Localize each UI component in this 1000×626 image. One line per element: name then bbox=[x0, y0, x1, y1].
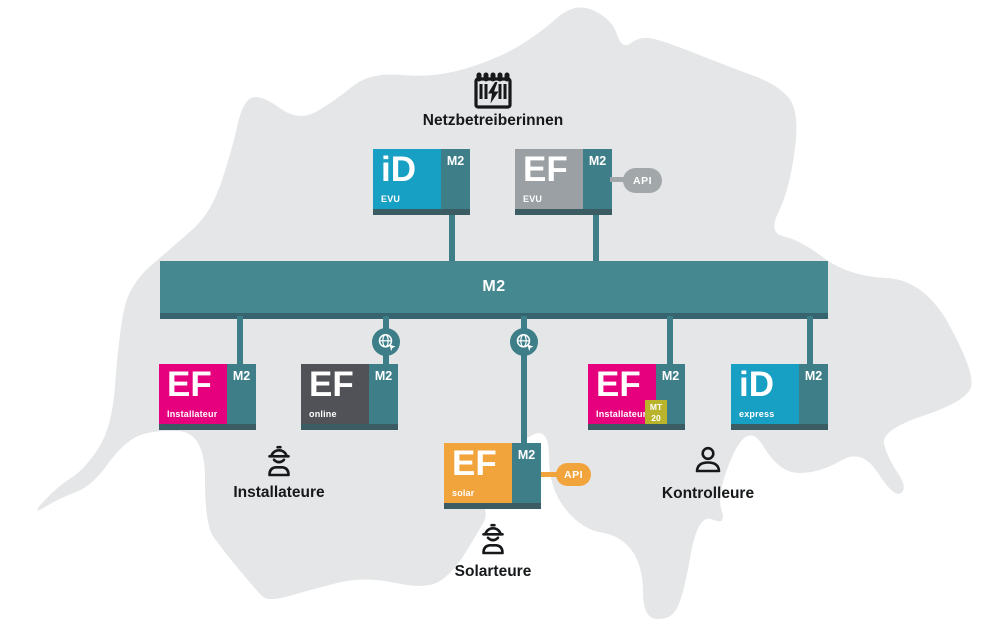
app-sublabel: express bbox=[739, 409, 775, 419]
person-icon bbox=[695, 446, 721, 473]
app-sublabel: Installateur bbox=[167, 409, 218, 419]
api-connector bbox=[610, 177, 624, 182]
m2-tag: M2 bbox=[804, 369, 823, 383]
app-box-shadow bbox=[588, 424, 685, 430]
group-label-installateure: Installateure bbox=[233, 484, 325, 501]
worker-helmet-icon bbox=[482, 523, 504, 555]
m2-tag: M2 bbox=[588, 154, 607, 168]
app-box-main: EF solar bbox=[444, 443, 512, 503]
power-plant-icon bbox=[474, 72, 512, 109]
app-logo: EF bbox=[452, 444, 497, 483]
app-box-main: EF EVU bbox=[515, 149, 583, 209]
app-logo: iD bbox=[739, 365, 774, 404]
app-box-ef-evu: EF EVU M2 bbox=[515, 149, 612, 215]
app-logo: EF bbox=[523, 150, 568, 189]
app-logo: EF bbox=[167, 365, 212, 404]
app-box-ef-installateur: EF Installateur M2 bbox=[159, 364, 256, 430]
app-box-shadow bbox=[515, 209, 612, 215]
app-sublabel: EVU bbox=[523, 194, 543, 204]
app-box-shadow bbox=[373, 209, 470, 215]
connector-line bbox=[593, 212, 599, 262]
m2-section: M2 bbox=[583, 149, 612, 209]
app-box-main: iD express bbox=[731, 364, 799, 424]
app-logo: EF bbox=[596, 365, 641, 404]
m2-bus-bar-shadow bbox=[160, 313, 828, 319]
worker-helmet-icon bbox=[268, 445, 290, 477]
app-logo: EF bbox=[309, 365, 354, 404]
app-box-main: iD EVU bbox=[373, 149, 441, 209]
connector-line bbox=[237, 316, 243, 364]
app-box-id-express: iD express M2 bbox=[731, 364, 828, 430]
m2-tag: M2 bbox=[517, 448, 536, 462]
app-box-main: EF online bbox=[301, 364, 369, 424]
group-label-solarteure: Solarteure bbox=[454, 563, 532, 580]
app-sublabel: solar bbox=[452, 488, 475, 498]
m2-tag: M2 bbox=[661, 369, 680, 383]
app-box-ef-solar: EF solar M2 bbox=[444, 443, 541, 509]
m2-tag: M2 bbox=[232, 369, 251, 383]
app-box-ef-online: EF online M2 bbox=[301, 364, 398, 430]
connector-line bbox=[807, 316, 813, 364]
api-pill: API bbox=[623, 168, 662, 193]
m2-section: M2 bbox=[512, 443, 541, 503]
globe-icon bbox=[510, 328, 538, 356]
app-box-main: EF Installateur bbox=[159, 364, 227, 424]
m2-section: M2 bbox=[369, 364, 398, 424]
app-box-shadow bbox=[731, 424, 828, 430]
app-box-shadow bbox=[444, 503, 541, 509]
app-sublabel: EVU bbox=[381, 194, 401, 204]
api-connector bbox=[541, 472, 557, 477]
mt20-badge: MT 20 bbox=[645, 400, 667, 424]
connector-line bbox=[521, 316, 527, 443]
app-box-shadow bbox=[301, 424, 398, 430]
m2-bus-label: M2 bbox=[482, 278, 506, 295]
connector-line bbox=[449, 212, 455, 262]
app-sublabel: online bbox=[309, 409, 337, 419]
m2-bus-bar bbox=[160, 261, 828, 313]
globe-icon bbox=[372, 328, 400, 356]
app-box-main: EF Installateur bbox=[588, 364, 656, 424]
m2-tag: M2 bbox=[446, 154, 465, 168]
m2-tag: M2 bbox=[374, 369, 393, 383]
m2-section: M2 bbox=[227, 364, 256, 424]
m2-section: M2 bbox=[441, 149, 470, 209]
m2-section: M2 bbox=[799, 364, 828, 424]
app-box-ef-installateur-mt20: EF Installateur M2 MT 20 bbox=[588, 364, 685, 430]
app-logo: iD bbox=[381, 150, 416, 189]
app-box-id-evu: iD EVU M2 bbox=[373, 149, 470, 215]
group-label-kontrolleure: Kontrolleure bbox=[661, 485, 755, 502]
app-box-shadow bbox=[159, 424, 256, 430]
app-sublabel: Installateur bbox=[596, 409, 647, 419]
group-label-netzbetreiberinnen: Netzbetreiberinnen bbox=[422, 112, 564, 129]
api-pill: API bbox=[556, 463, 591, 486]
connector-line bbox=[667, 316, 673, 364]
